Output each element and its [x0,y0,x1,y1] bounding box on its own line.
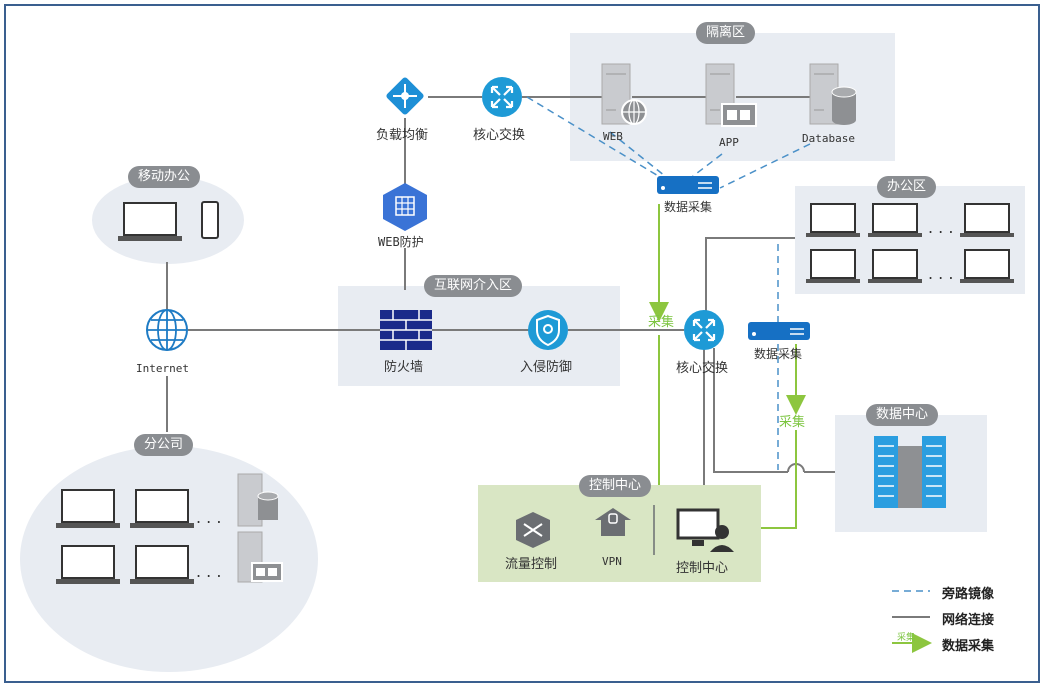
ips-label: 入侵防御 [520,360,573,375]
branch-dots-1: . . . [196,508,222,527]
internet-globe-icon [146,309,188,351]
datacenter-zone-title: 数据中心 [866,404,939,426]
legend-graphics [892,590,932,653]
datacenter-buildings-icon [874,436,946,508]
app-server-label: APP [719,136,739,149]
mobile-phone-icon [201,201,219,239]
core-switch-mid-label: 核心交换 [676,361,729,376]
vpn-icon [595,508,631,536]
legend-mirror-label: 旁路镜像 [942,587,995,602]
legend-collect-arrow-text: 采集 [897,633,916,643]
database-server-label: Database [802,132,855,145]
network-links [166,96,835,485]
web-protect-label: WEB防护 [378,235,424,249]
core-switch-top-icon [482,77,522,117]
branch-zone-title: 分公司 [134,434,194,456]
core-switch-mid-icon [684,310,724,350]
core-switch-top-label: 核心交换 [473,128,526,143]
diagram-border [4,4,1040,683]
data-collector-mid-icon [748,322,810,340]
collect-label-b: 采集 [779,415,806,430]
database-server-icon [809,63,857,125]
data-collector-top-icon [657,176,719,194]
firewall-icon [380,310,432,350]
load-balancer-icon [386,77,424,115]
mobile-laptop-icon [118,202,182,241]
collect-links [649,204,806,529]
legend-network-label: 网络连接 [942,613,995,628]
load-balancer-label: 负载均衡 [376,128,429,143]
collect-label-a: 采集 [648,315,675,330]
office-laptops [806,203,1014,283]
office-zone-title: 办公区 [877,176,937,198]
app-server-icon [705,63,757,127]
branch-dots-2: . . . [196,562,222,581]
legend-collect-label: 数据采集 [942,639,995,654]
web-server-icon [601,63,647,125]
control-monitor-icon [676,508,734,552]
web-protection-icon [383,183,427,231]
mobile-zone-title: 移动办公 [128,166,201,188]
collector-mid-label: 数据采集 [754,347,803,361]
collector-top-label: 数据采集 [664,200,713,214]
branch-laptops [56,489,194,584]
branch-app-server-icon [237,531,283,583]
office-dots-2: . . . [928,264,954,283]
branch-db-server-icon [237,473,279,527]
isolation-zone-title: 隔离区 [696,22,756,44]
firewall-label: 防火墙 [384,360,424,375]
flow-control-label: 流量控制 [505,557,558,572]
control-center-label: 控制中心 [676,561,729,576]
web-server-label: WEB [603,130,623,143]
intrusion-prevention-icon [528,310,568,350]
control-zone-title: 控制中心 [579,475,652,497]
mirror-links [526,96,811,470]
internet-access-zone-title: 互联网介入区 [424,275,523,297]
flow-control-icon [516,512,550,548]
vpn-label: VPN [602,555,622,568]
internet-label: Internet [136,362,189,375]
office-dots-1: . . . [928,218,954,237]
